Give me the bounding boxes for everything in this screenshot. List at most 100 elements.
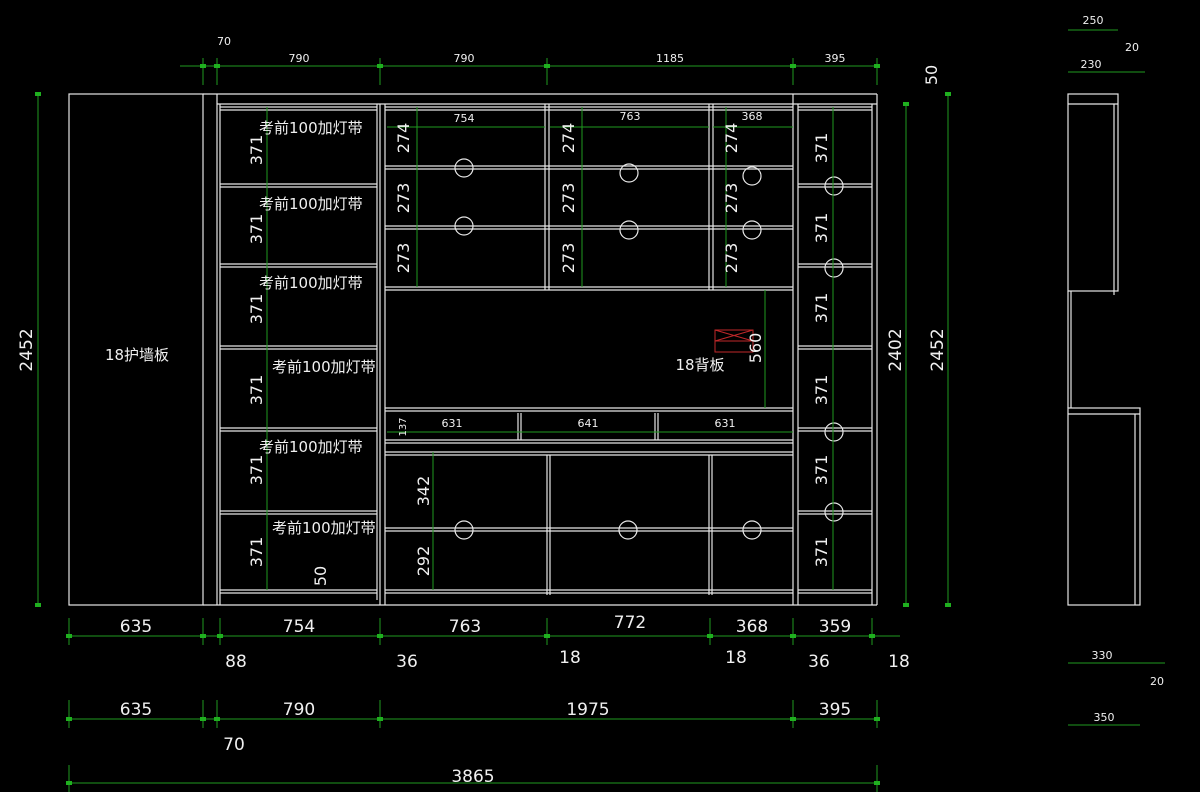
dim-arrow	[66, 634, 72, 638]
dim-side-bottom-1: 330	[1092, 649, 1113, 662]
dim-inner-width-1: 754	[454, 112, 475, 125]
dim-right-shelf-4: 371	[812, 375, 831, 406]
dim-arrow	[544, 634, 550, 638]
dim-side-top-1: 250	[1083, 14, 1104, 27]
marker-cross	[714, 329, 754, 342]
dimension-lines	[35, 29, 1165, 792]
dim-arrow	[790, 717, 796, 721]
dim-upper-shelf-c2-3: 273	[559, 243, 578, 274]
dim-upper-shelf-c1-1: 274	[394, 123, 413, 154]
hole-circle	[742, 220, 762, 240]
dim-upper-shelf-c3-2: 273	[722, 183, 741, 214]
dim-left-shelf-3: 371	[247, 294, 266, 325]
dim-bottom1-seg-2: 754	[283, 617, 315, 637]
dim-bottom1-gap-5: 36	[808, 652, 830, 672]
dim-arrow	[200, 634, 206, 638]
dim-side-bottom-3: 350	[1094, 711, 1115, 724]
dim-arrow	[200, 64, 206, 68]
dim-left-shelf-1: 371	[247, 135, 266, 166]
dim-arrow	[377, 634, 383, 638]
dim-right-shelf-1: 371	[812, 133, 831, 164]
dim-lower-shelf-1: 342	[414, 476, 433, 507]
dim-bottom2-gap: 70	[223, 735, 245, 755]
dim-upper-shelf-c1-2: 273	[394, 183, 413, 214]
dim-arrow	[377, 717, 383, 721]
dim-arrow	[903, 603, 909, 607]
dim-bottom1-seg-5: 368	[736, 617, 768, 637]
dim-arrow	[945, 603, 951, 607]
dim-arrow	[903, 102, 909, 106]
cabinet-geometry	[68, 93, 1141, 606]
note-light-strip-6: 考前100加灯带	[272, 519, 376, 537]
hole-circle	[454, 216, 474, 236]
hole-circle	[619, 163, 639, 183]
hole-circle	[619, 220, 639, 240]
hole-circle	[824, 422, 844, 442]
dim-arrow	[790, 64, 796, 68]
dim-inner-width-2: 763	[620, 110, 641, 123]
hole-circle	[742, 166, 762, 186]
dim-arrow	[945, 92, 951, 96]
dim-left-shelf-5: 371	[247, 455, 266, 486]
hole-circle	[454, 520, 474, 540]
wall-panel-rect	[68, 93, 204, 606]
dim-bottom-plinth: 50	[311, 566, 330, 586]
dim-top-seg-2: 790	[454, 52, 475, 65]
dim-bottom2-seg-4: 395	[819, 700, 851, 720]
dim-lower-shelf-2: 292	[414, 546, 433, 577]
dim-top-seg-1: 790	[289, 52, 310, 65]
hole-circle	[824, 258, 844, 278]
dim-top-offset: 50	[922, 65, 941, 85]
dim-arrow	[377, 64, 383, 68]
dim-right-shelf-6: 371	[812, 537, 831, 568]
dim-height-right-inner: 2402	[886, 328, 906, 371]
dim-height-right-total: 2452	[928, 328, 948, 371]
dim-arrow	[707, 634, 713, 638]
dim-left-shelf-6: 371	[247, 537, 266, 568]
dim-arrow	[66, 717, 72, 721]
dim-inner-width-3: 368	[742, 110, 763, 123]
dim-drawer-width-1: 631	[442, 417, 463, 430]
dim-arrow	[214, 717, 220, 721]
dim-open-niche-height: 560	[746, 333, 765, 364]
dim-upper-shelf-c2-2: 273	[559, 183, 578, 214]
dim-arrow	[66, 781, 72, 785]
hole-circle	[824, 502, 844, 522]
dim-upper-shelf-c1-3: 273	[394, 243, 413, 274]
dim-bottom1-seg-1: 635	[120, 617, 152, 637]
dim-arrow	[35, 92, 41, 96]
side-lower-rect	[1067, 407, 1141, 606]
hole-circle	[824, 176, 844, 196]
dim-bottom1-gap-4: 18	[725, 648, 747, 668]
dim-right-shelf-5: 371	[812, 455, 831, 486]
note-light-strip-5: 考前100加灯带	[259, 438, 363, 456]
dim-arrow	[790, 634, 796, 638]
hole-circle	[618, 520, 638, 540]
dim-side-top-2: 230	[1081, 58, 1102, 71]
hole-circle	[454, 158, 474, 178]
dim-top-gap: 70	[217, 35, 231, 48]
dim-arrow	[217, 634, 223, 638]
dim-side-bottom-2: 20	[1150, 675, 1164, 688]
note-light-strip-2: 考前100加灯带	[259, 195, 363, 213]
dim-arrow	[869, 634, 875, 638]
dim-arrow	[35, 603, 41, 607]
dim-bottom1-seg-4: 772	[614, 613, 646, 633]
dimension-texts: 70 790 790 1185 395 50 754 763 368 631 6…	[17, 14, 1164, 787]
dim-left-shelf-2: 371	[247, 214, 266, 245]
dim-arrow	[874, 717, 880, 721]
dim-left-shelf-4: 371	[247, 375, 266, 406]
dim-bottom1-seg-6: 359	[819, 617, 851, 637]
dim-upper-shelf-c3-1: 274	[722, 123, 741, 154]
dim-bottom1-gap-1: 88	[225, 652, 247, 672]
dim-upper-shelf-c3-3: 273	[722, 243, 741, 274]
label-wall-panel: 18护墙板	[105, 346, 169, 364]
dim-bottom1-gap-3: 18	[559, 648, 581, 668]
dim-bottom2-seg-3: 1975	[566, 700, 609, 720]
side-upper-rect	[1067, 93, 1119, 292]
label-back-panel: 18背板	[675, 356, 724, 374]
dim-top-seg-4: 395	[825, 52, 846, 65]
dim-upper-shelf-c2-1: 274	[559, 123, 578, 154]
dim-overall-width: 3865	[451, 767, 494, 787]
